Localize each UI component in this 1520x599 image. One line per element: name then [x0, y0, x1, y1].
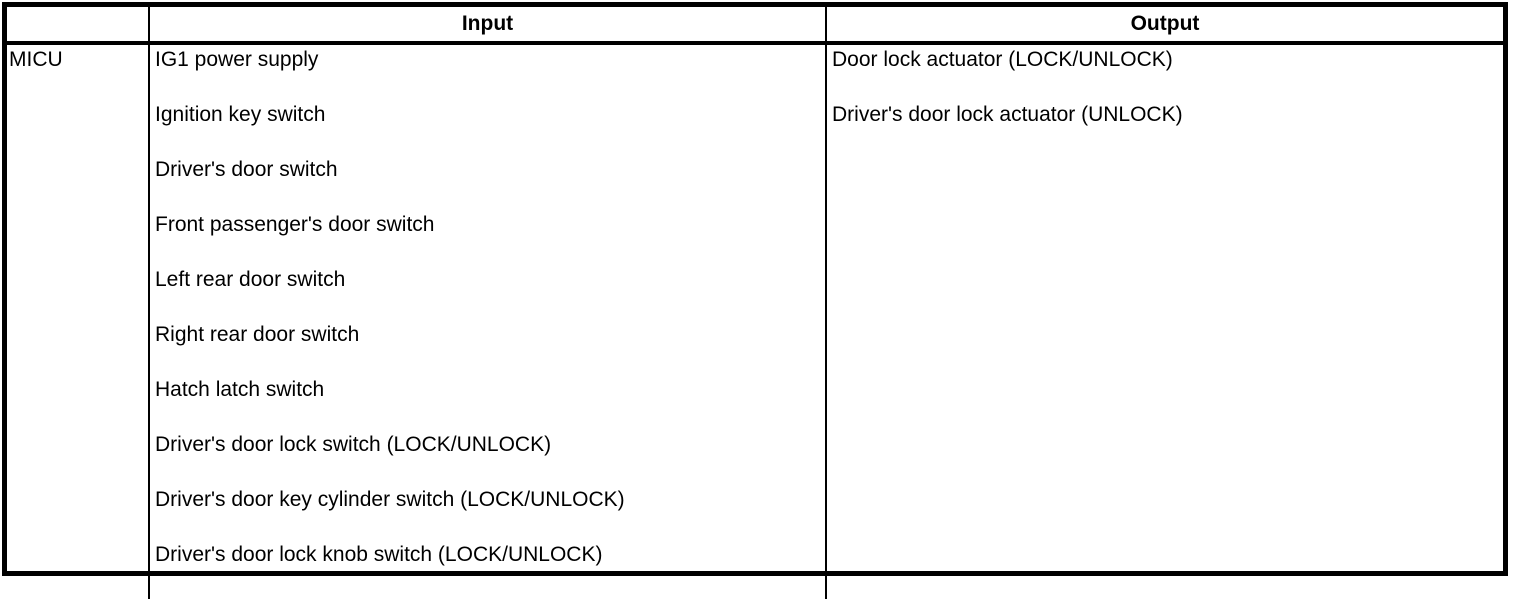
input-item: Driver's door lock switch (LOCK/UNLOCK) [155, 433, 552, 456]
input-item: Hatch latch switch [155, 378, 325, 401]
unit-cell: MICU [7, 45, 150, 599]
unit-label: MICU [9, 48, 63, 71]
input-item: Front passenger's door switch [155, 213, 435, 236]
header-output-cell: Output [1130, 12, 1200, 35]
input-item: Driver's door lock knob switch (LOCK/UNL… [155, 543, 603, 566]
input-cell: IG1 power supply Ignition key switch Dri… [150, 45, 827, 599]
header-input-cell: Input [150, 7, 827, 41]
table-body-row: MICU IG1 power supply Ignition key switc… [7, 45, 1503, 599]
input-item: Driver's door switch [155, 158, 338, 181]
input-item: Ignition key switch [155, 103, 326, 126]
input-item: Driver's door key cylinder switch (LOCK/… [155, 488, 625, 511]
output-cell: Door lock actuator (LOCK/UNLOCK) Driver'… [827, 45, 1503, 599]
header-corner-cell [7, 7, 150, 41]
input-item: IG1 power supply [155, 48, 319, 71]
input-item: Right rear door switch [155, 323, 360, 346]
table-header-row: Input Output [7, 7, 1503, 45]
output-item: Driver's door lock actuator (UNLOCK) [832, 103, 1183, 126]
output-item: Door lock actuator (LOCK/UNLOCK) [832, 48, 1173, 71]
input-item: Left rear door switch [155, 268, 346, 291]
